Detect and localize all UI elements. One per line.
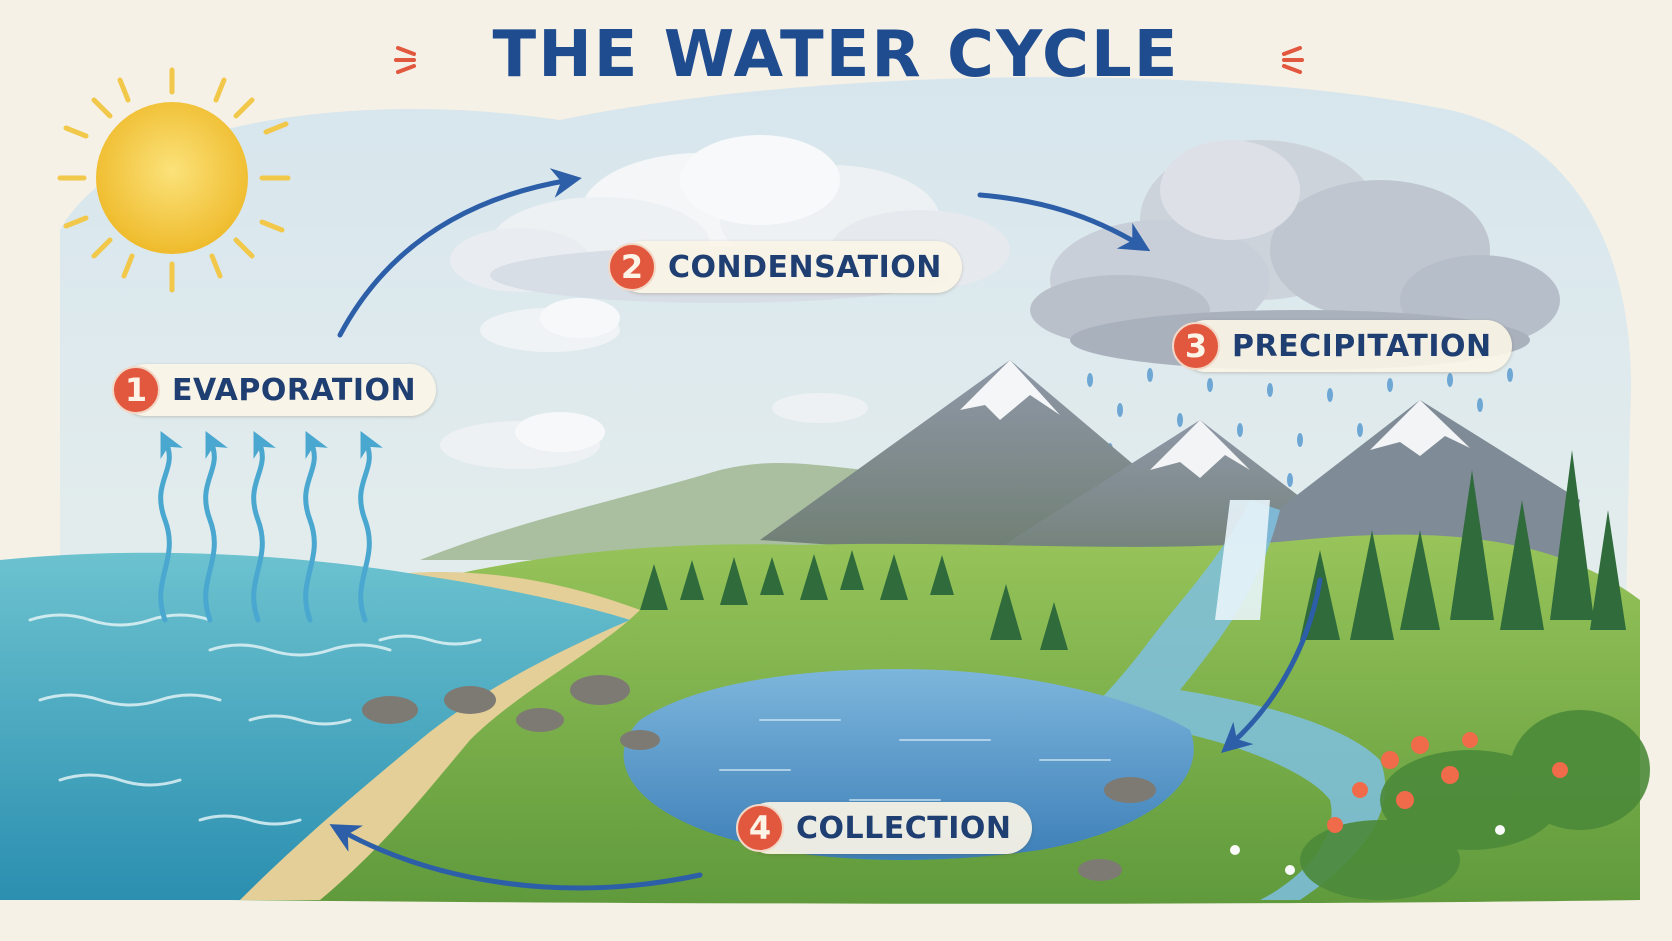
step-label-precipitation: 3 PRECIPITATION <box>1172 320 1512 372</box>
cloud-small-3 <box>772 393 868 423</box>
river <box>1080 500 1386 900</box>
flowers-icon <box>1327 732 1568 833</box>
bushes <box>1300 710 1650 900</box>
step-label-collection: 4 COLLECTION <box>736 802 1032 854</box>
white-flowers-icon <box>1230 825 1505 875</box>
sea <box>0 552 630 900</box>
arrow-condensation-to-precipitation <box>977 192 1151 252</box>
rocks <box>362 675 1156 881</box>
cycle-arrows <box>329 168 1323 891</box>
step-number-badge: 2 <box>608 243 656 291</box>
step-label-evaporation: 1 EVAPORATION <box>112 364 437 416</box>
step-label-text: EVAPORATION <box>172 372 417 408</box>
waterfall <box>1215 500 1270 620</box>
trees <box>640 450 1626 650</box>
cloud-small-2 <box>440 412 605 469</box>
evaporation-arrows-icon <box>158 431 383 623</box>
cloud-small-1 <box>480 298 620 352</box>
step-label-condensation: 2 CONDENSATION <box>608 241 962 293</box>
page-title: THE WATER CYCLE <box>492 18 1180 92</box>
arrow-precipitation-to-collection <box>1221 577 1323 754</box>
title-sparkle-right-icon <box>1282 46 1304 74</box>
lake-ripples <box>719 719 1111 801</box>
step-label-text: COLLECTION <box>796 810 1012 846</box>
step-number-badge: 1 <box>112 366 160 414</box>
arrow-collection-to-sea <box>329 824 703 891</box>
step-label-text: CONDENSATION <box>668 249 942 285</box>
arrow-evaporation-to-condensation <box>337 168 582 338</box>
step-number-badge: 4 <box>736 804 784 852</box>
step-number-badge: 3 <box>1172 322 1220 370</box>
sea-waves <box>28 613 482 826</box>
step-label-text: PRECIPITATION <box>1232 328 1492 364</box>
title-sparkle-left-icon <box>394 46 416 74</box>
sun-icon <box>57 67 291 293</box>
